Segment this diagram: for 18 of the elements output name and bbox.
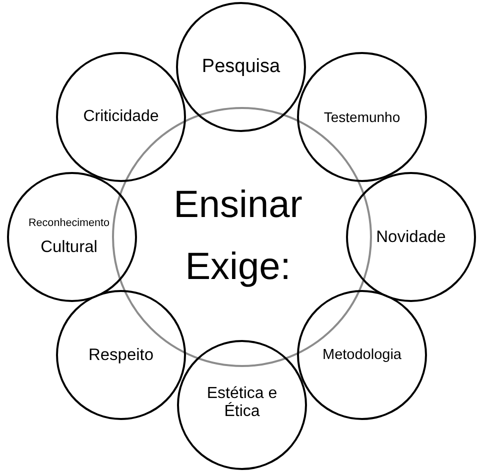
concept-label: Respeito <box>88 346 154 364</box>
concept-label: Reconhecimento <box>28 217 110 230</box>
concept-label: Pesquisa <box>202 56 280 78</box>
concept-circle <box>56 290 186 420</box>
concept-circle <box>7 172 137 302</box>
concept-label: Metodologia <box>322 346 402 364</box>
central-heading: Ensinar Exige: <box>172 183 304 290</box>
concept-circle <box>346 172 476 302</box>
concept-circle <box>176 2 306 132</box>
concept-label: Estética e Ética <box>206 384 278 422</box>
concept-circle <box>177 340 307 470</box>
concept-label: Testemunho <box>324 108 400 126</box>
concept-label: Criticidade <box>83 108 159 126</box>
concept-label: Cultural <box>40 238 98 257</box>
concept-circle <box>297 290 427 420</box>
concept-label: Novidade <box>376 228 446 246</box>
concept-circle <box>56 52 186 182</box>
concept-circle <box>297 52 427 182</box>
